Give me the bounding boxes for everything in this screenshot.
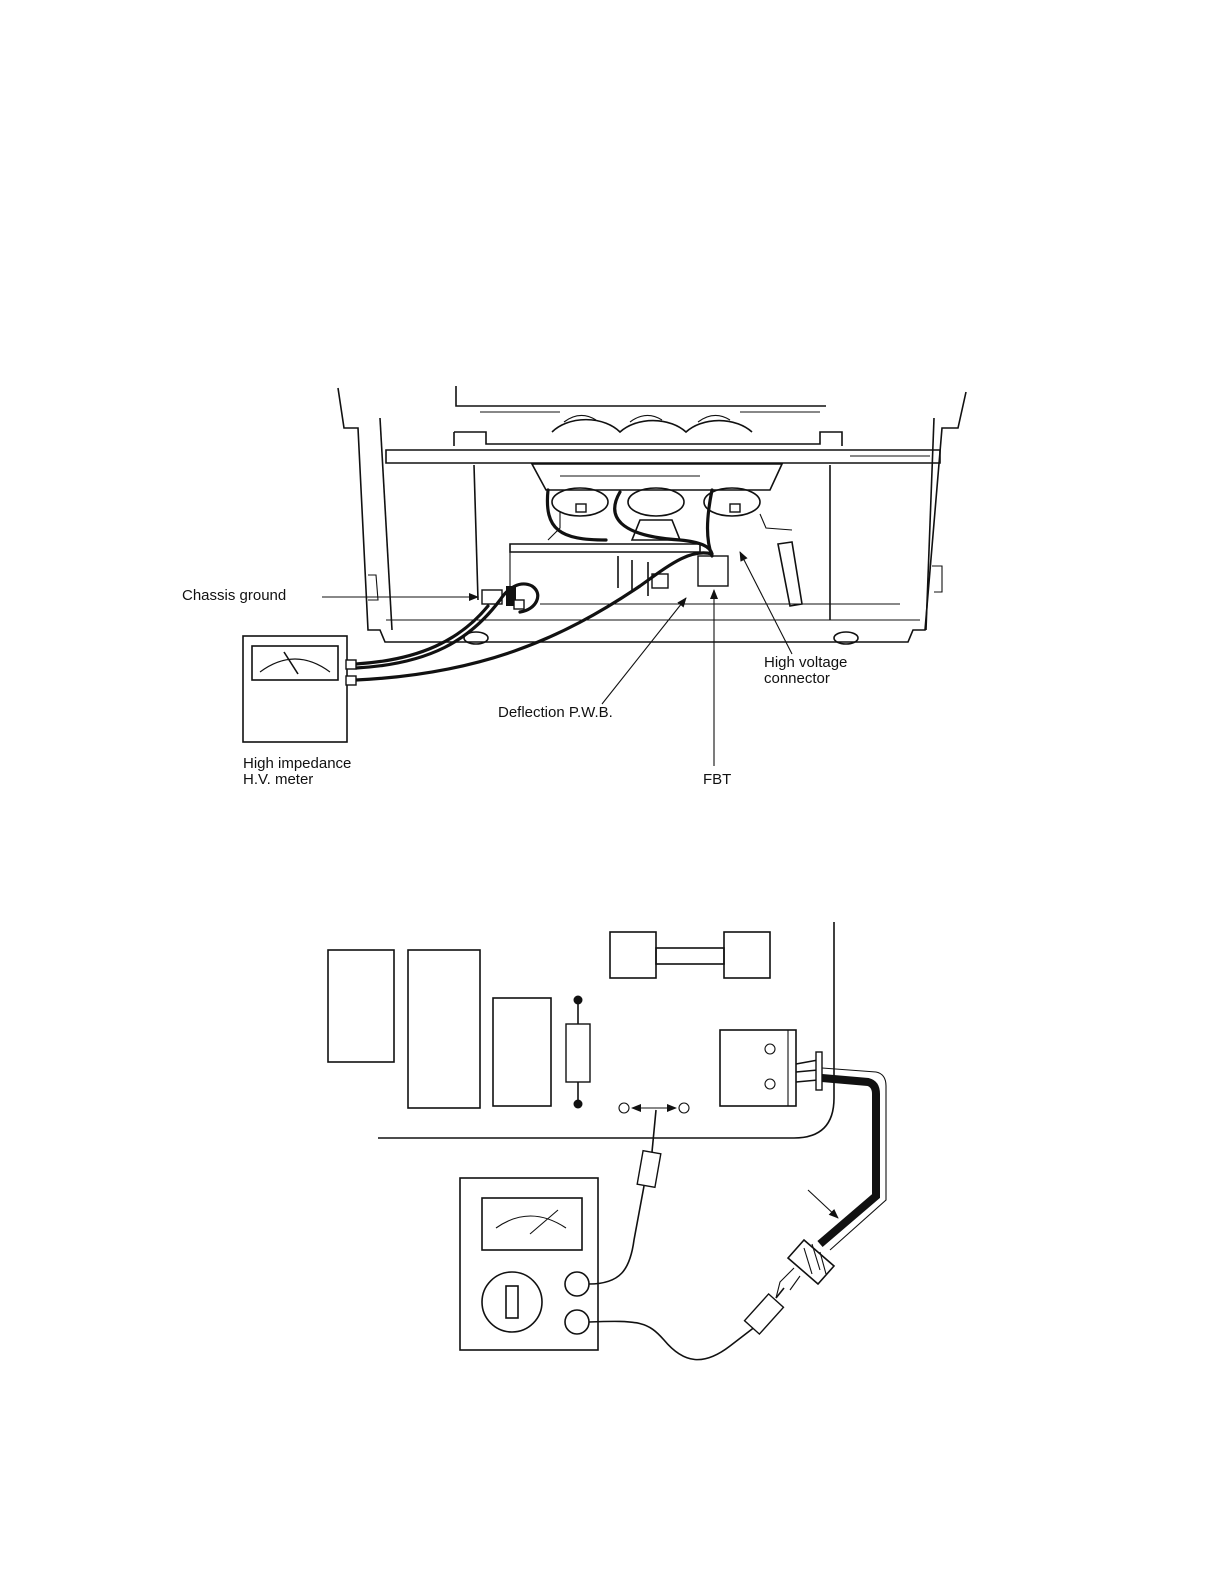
meter-label-line2: H.V. meter [243, 771, 313, 788]
fbt-label: FBT [703, 771, 731, 788]
component-block-2 [408, 950, 480, 1108]
component-block-3 [493, 998, 551, 1106]
deflection-pwb-arrow [602, 598, 686, 704]
meter-needle [284, 652, 298, 674]
fbt-block [698, 556, 728, 586]
hv-cable [820, 1078, 876, 1244]
chassis-ground-label: Chassis ground [182, 587, 286, 604]
multimeter-needle [530, 1210, 558, 1234]
deflection-pwb-label: Deflection P.W.B. [498, 704, 613, 721]
probe-lead-1 [589, 1110, 661, 1284]
hv-connector-label-line1: High voltage [764, 654, 847, 671]
hv-connector-arrow [740, 552, 792, 654]
hv-connector-label-line2: connector [764, 670, 830, 687]
figure-hv-measurement: Chassis ground High impedance H.V. meter… [182, 386, 966, 788]
tv-chassis-frame [338, 386, 966, 644]
jack-upper [565, 1272, 589, 1296]
range-dial [482, 1272, 542, 1332]
hv-meter [243, 636, 356, 742]
resistor-vertical [566, 996, 590, 1109]
probe-lead-2 [589, 1288, 784, 1360]
crt-lead-right [708, 490, 713, 556]
multimeter [460, 1178, 598, 1350]
connector-block [720, 1030, 822, 1106]
meter-label-line1: High impedance [243, 755, 351, 772]
cable-arrow [808, 1190, 838, 1218]
jack-lower [565, 1310, 589, 1334]
crt-neck-assembly [532, 415, 792, 540]
test-points [619, 1103, 689, 1113]
dual-block-component [610, 932, 770, 978]
cable-connector [776, 1240, 834, 1298]
component-block-1 [328, 950, 394, 1062]
figure-board-measurement [328, 922, 886, 1360]
